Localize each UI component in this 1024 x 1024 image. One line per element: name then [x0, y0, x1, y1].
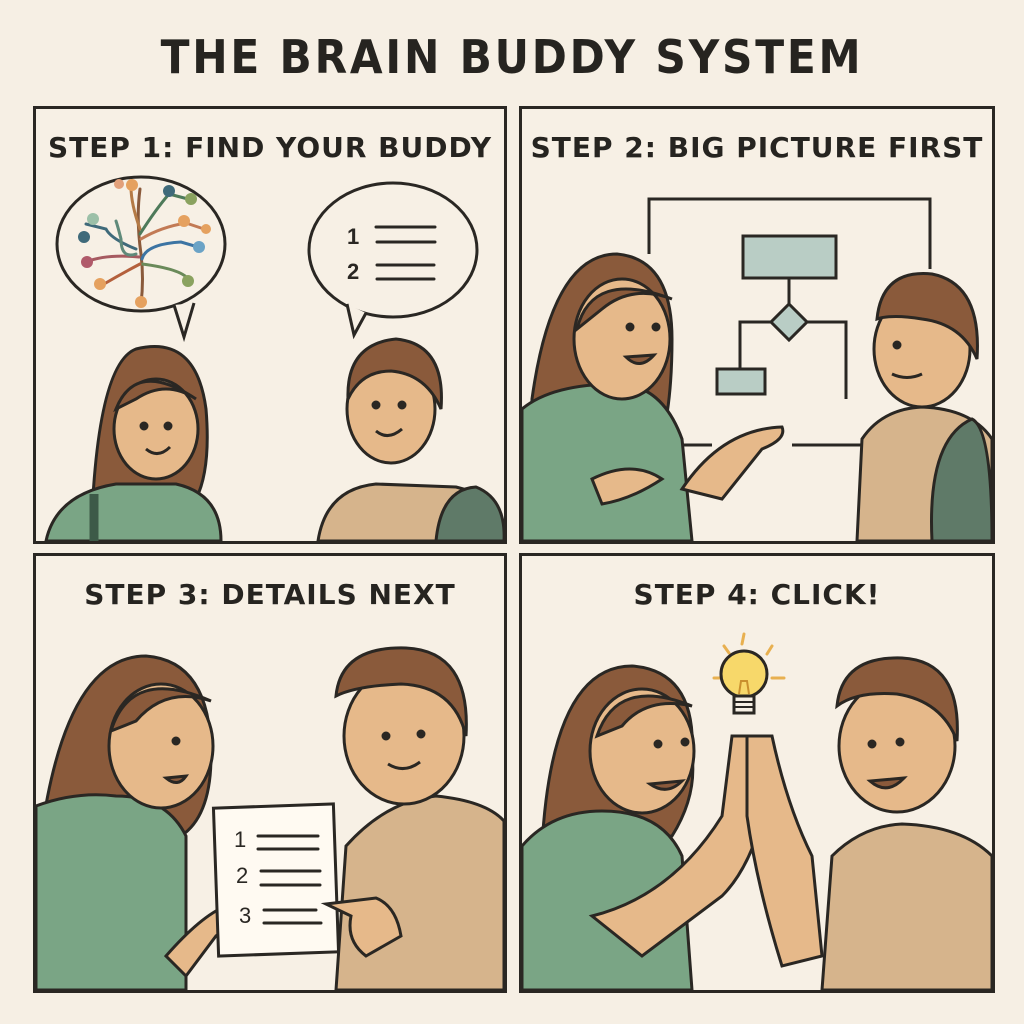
girl-character [44, 345, 223, 541]
panel-step-1: STEP 1: FIND YOUR BUDDY [33, 106, 507, 544]
svg-text:1: 1 [347, 224, 359, 249]
speech-bubble [307, 181, 479, 340]
flowchart-icon [647, 197, 932, 447]
boy-character [316, 337, 504, 541]
page-title: THE BRAIN BUDDY SYSTEM [160, 30, 864, 84]
panel-title: STEP 3: DETAILS NEXT [84, 578, 456, 611]
svg-text:1: 1 [234, 827, 246, 852]
girl-character [522, 664, 769, 990]
boy-character [745, 656, 992, 990]
svg-text:2: 2 [236, 863, 248, 888]
panel-title: STEP 2: BIG PICTURE FIRST [530, 131, 984, 164]
panel-step-4: STEP 4: CLICK! [519, 553, 995, 993]
panel-step-3: STEP 3: DETAILS NEXT 1 2 3 [33, 553, 507, 993]
panel-title: STEP 1: FIND YOUR BUDDY [48, 131, 492, 164]
lightbulb-icon [712, 632, 786, 715]
girl-character [36, 654, 231, 990]
girl-character [522, 252, 785, 541]
svg-text:3: 3 [239, 903, 251, 928]
panel-1-illustration: 1 2 [44, 175, 504, 541]
details-paper: 1 2 3 [211, 802, 341, 958]
mind-map-nodes [78, 179, 211, 308]
boy-character [855, 272, 992, 541]
panel-title: STEP 4: CLICK! [633, 578, 881, 611]
panel-3-illustration: 1 2 3 [36, 646, 504, 990]
svg-text:2: 2 [347, 259, 359, 284]
panel-step-2: STEP 2: BIG PICTURE FIRST [519, 106, 995, 544]
panel-2-illustration [522, 197, 992, 541]
panel-4-illustration [522, 632, 992, 990]
numbered-list-icon: 1 2 [347, 224, 437, 284]
boy-character [320, 646, 504, 990]
